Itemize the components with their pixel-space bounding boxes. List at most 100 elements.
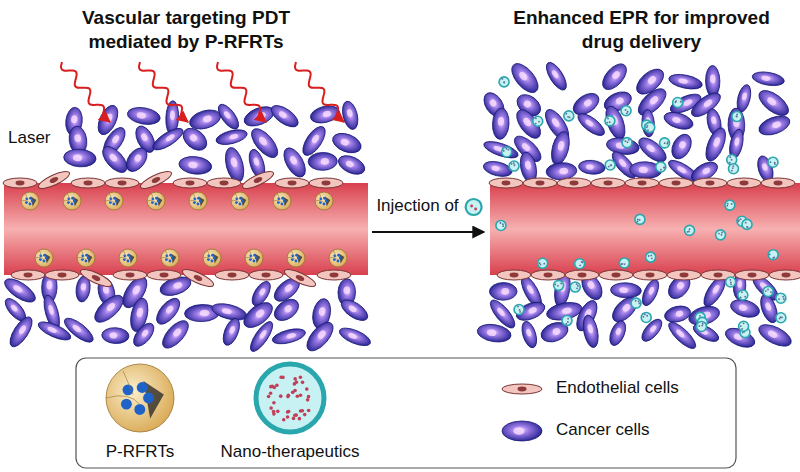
cancer-cell bbox=[126, 105, 161, 127]
p-rfrt-particle bbox=[77, 249, 95, 267]
cancer-cell bbox=[635, 134, 670, 167]
endothelial-cell bbox=[275, 178, 309, 188]
p-rfrt-particle bbox=[105, 192, 123, 210]
endothelial-cell bbox=[36, 168, 71, 191]
cancer-cell bbox=[575, 110, 608, 140]
nano-therapeutic bbox=[533, 116, 543, 126]
nano-therapeutic bbox=[728, 164, 738, 174]
endothelial-cell bbox=[489, 178, 523, 188]
endothelial-cell bbox=[138, 168, 173, 191]
cancer-cell bbox=[215, 127, 249, 147]
p-rfrt-particle bbox=[161, 249, 179, 267]
nano-therapeutic bbox=[621, 106, 631, 116]
right-panel-art bbox=[476, 59, 800, 352]
cancer-cell bbox=[130, 320, 158, 350]
cancer-cell bbox=[502, 421, 542, 441]
endothelial-cell bbox=[557, 178, 591, 188]
nano-therapeutic bbox=[656, 162, 666, 172]
nano-therapeutic bbox=[776, 293, 786, 303]
cancer-cell bbox=[598, 60, 631, 94]
cancer-cell bbox=[270, 295, 302, 325]
blood-vessel bbox=[4, 183, 368, 275]
cancer-cell bbox=[179, 124, 211, 155]
endothelial-cell bbox=[240, 168, 275, 191]
nano-therapeutic bbox=[716, 230, 726, 240]
cancer-cell bbox=[578, 159, 606, 175]
nano-therapeutic bbox=[514, 304, 524, 314]
cancer-cell bbox=[610, 282, 641, 298]
nano-therapeutic bbox=[696, 321, 706, 331]
cancer-cell bbox=[476, 322, 512, 344]
cancer-cell bbox=[607, 319, 629, 348]
cancer-cell bbox=[548, 130, 572, 167]
endothelial-cell bbox=[180, 266, 215, 289]
nano-therapeutic bbox=[768, 157, 778, 167]
cancer-cell bbox=[662, 109, 695, 132]
endothelial-cell bbox=[497, 270, 531, 280]
nano-therapeutic bbox=[742, 219, 752, 229]
cancer-cell bbox=[641, 109, 655, 137]
process-arrow bbox=[372, 231, 484, 233]
cancer-cell bbox=[605, 136, 640, 157]
endothelial-cell bbox=[282, 266, 317, 289]
cancer-cell bbox=[210, 301, 248, 324]
p-rfrt-particle bbox=[315, 192, 333, 210]
cancer-cell bbox=[639, 277, 662, 308]
laser-beam bbox=[61, 62, 110, 122]
nano-therapeutic bbox=[499, 77, 509, 87]
nano-therapeutic bbox=[641, 312, 651, 322]
laser-beam bbox=[217, 62, 266, 122]
cancer-cell bbox=[63, 148, 96, 168]
nano-therapeutic bbox=[776, 313, 786, 323]
nano-icon bbox=[466, 199, 482, 215]
p-rfrt-particle bbox=[21, 192, 39, 210]
endothelial-cell bbox=[71, 178, 105, 188]
p-rfrt-particle bbox=[63, 192, 81, 210]
cancer-cell bbox=[122, 144, 151, 175]
cancer-cell bbox=[220, 316, 243, 347]
cancer-cell bbox=[6, 314, 36, 350]
cancer-cell bbox=[608, 293, 641, 326]
cancer-cell bbox=[751, 70, 785, 88]
panel: Vascular targeting PDT mediated by P-RFR… bbox=[0, 2, 372, 347]
nano-therapeutic bbox=[732, 112, 742, 122]
p-rfrt-particle bbox=[189, 192, 207, 210]
endothelial-cell bbox=[317, 270, 351, 280]
nano-therapeutic bbox=[685, 225, 695, 235]
panel-heading: Vascular targeting PDT mediated by P-RFR… bbox=[51, 6, 321, 54]
cancer-cell bbox=[489, 283, 517, 301]
endothelial-cell bbox=[625, 178, 659, 188]
laser-label: Laser bbox=[8, 128, 51, 148]
cancer-cell bbox=[337, 325, 373, 350]
cancer-cell bbox=[581, 314, 601, 349]
legend-text: Cancer cells bbox=[556, 420, 650, 440]
p-rfrt-particle bbox=[147, 192, 165, 210]
cancer-cell bbox=[482, 159, 514, 179]
cancer-cell bbox=[514, 299, 548, 324]
edge-label: Injection of bbox=[374, 196, 460, 216]
nano-therapeutic bbox=[645, 122, 655, 132]
cancer-cell bbox=[150, 124, 186, 153]
cancer-cell bbox=[61, 314, 97, 346]
cancer-cell bbox=[158, 316, 193, 352]
panel-heading: Enhanced EPR for improved drug delivery bbox=[512, 6, 772, 54]
endothelial-cell bbox=[735, 270, 769, 280]
cancer-cell bbox=[268, 101, 302, 131]
p-rfrt-particle bbox=[119, 249, 137, 267]
nano-therapeutic bbox=[605, 116, 615, 126]
cancer-cell bbox=[336, 152, 368, 178]
endothelial-cell bbox=[207, 178, 241, 188]
endothelial-cell bbox=[659, 178, 693, 188]
p-rfrt-particle bbox=[106, 364, 174, 432]
cancer-cell bbox=[756, 320, 795, 350]
cancer-cell bbox=[665, 319, 699, 352]
nano-therapeutic bbox=[726, 277, 736, 287]
nano-therapeutic bbox=[570, 282, 580, 292]
endothelial-cell bbox=[693, 178, 727, 188]
p-rfrt-particle bbox=[231, 192, 249, 210]
cancer-cell bbox=[340, 100, 361, 131]
